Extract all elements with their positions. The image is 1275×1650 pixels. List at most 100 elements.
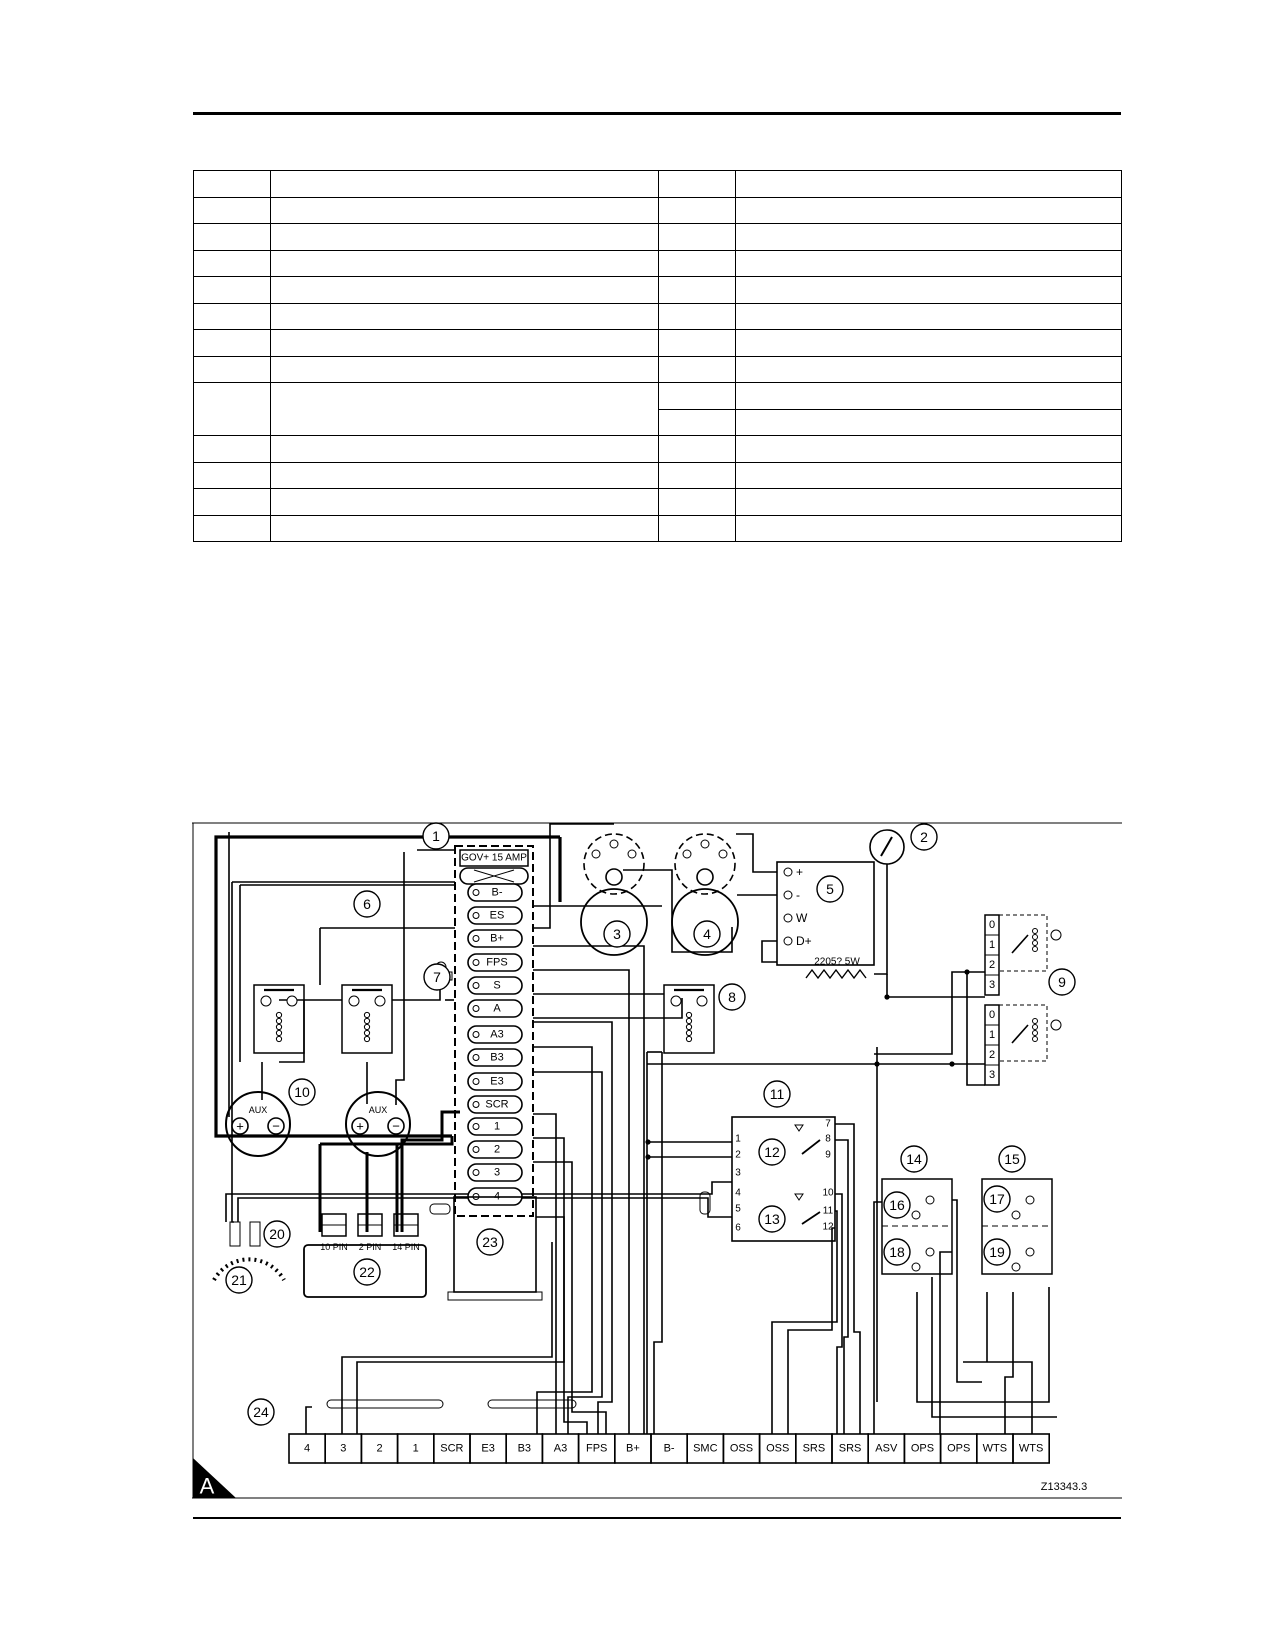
aux-positive: [351, 1117, 369, 1135]
minus-sign: −: [392, 1119, 400, 1134]
legend-cell: [658, 196, 736, 224]
relay-contact: [374, 995, 386, 1007]
wire: [1004, 1292, 1014, 1434]
module-contact: [794, 1193, 804, 1201]
callout-2: [910, 823, 938, 851]
terminal-label-a3: A3: [490, 1029, 503, 1041]
legend-cell: [735, 196, 1122, 224]
wire: [931, 1277, 1057, 1418]
switch-coil: [1032, 934, 1038, 940]
callout-number: 21: [231, 1272, 247, 1288]
legend-row: [193, 461, 1122, 489]
strip-label: OSS: [766, 1443, 789, 1455]
switch-coil: [1032, 1030, 1038, 1036]
fuse-label-box: [459, 849, 529, 867]
strip-label: B3: [518, 1443, 531, 1455]
relay-6a: [253, 984, 305, 1054]
fuse-box-terminal: [467, 976, 523, 995]
strip-terminal: [1012, 1433, 1051, 1464]
strip-label: B+: [626, 1443, 640, 1455]
legend-cell: [735, 382, 1122, 410]
callout-number: 1: [432, 828, 440, 844]
wire: [533, 1071, 603, 1434]
aux-housing: [345, 1091, 411, 1157]
figure-code: Z13343.3: [1041, 1481, 1087, 1493]
module-pin-left: 6: [735, 1223, 741, 1234]
terminal-screw: [472, 1123, 480, 1130]
wire: [835, 1139, 849, 1434]
sensor-lead: [229, 1221, 241, 1247]
connector-pin-label: 2 PIN: [359, 1242, 382, 1252]
regulator-body: [776, 861, 875, 966]
legend-cell: [735, 488, 1122, 516]
terminal-label-s: S: [493, 980, 500, 992]
fuse-box-terminal: [467, 906, 523, 925]
switch-blade: [1011, 934, 1029, 954]
wire: [395, 852, 405, 1105]
wire: [533, 1046, 593, 1434]
strip-label: A3: [554, 1443, 567, 1455]
gauge-4: [671, 833, 739, 956]
switch-2: [869, 829, 905, 865]
terminal-label-b-: B-: [492, 887, 503, 899]
junction: [949, 1061, 955, 1067]
legend-row: [193, 514, 1122, 542]
wire: [533, 998, 683, 1019]
legend-cell: [658, 514, 736, 542]
legend-cell: [735, 435, 1122, 463]
legend-row: [193, 435, 1122, 463]
callout-number: 13: [764, 1211, 780, 1227]
wire: [835, 1123, 861, 1434]
legend-cell: [270, 488, 659, 516]
terminal-label-fps: FPS: [486, 957, 507, 969]
panel-letter: A: [200, 1474, 215, 1499]
relay-coil: [363, 1029, 371, 1037]
terminal-screw: [472, 1146, 480, 1153]
strip-label: WTS: [983, 1443, 1007, 1455]
relay-coil: [363, 1023, 371, 1031]
callout-number: 4: [703, 926, 711, 942]
strip-label: SRS: [839, 1443, 862, 1455]
regulator-label: D+: [796, 934, 812, 948]
relay-coil: [363, 1011, 371, 1019]
terminal-label-3: 3: [494, 1167, 500, 1179]
junction: [874, 1061, 880, 1067]
callout-13: [758, 1205, 786, 1233]
terminal-screw: [472, 1054, 480, 1061]
callout-18: [883, 1238, 911, 1266]
module-pin-left: 3: [735, 1168, 741, 1179]
connector-body: [303, 1244, 427, 1298]
strip-label: OSS: [730, 1443, 753, 1455]
legend-cell: [735, 223, 1122, 251]
wire: [225, 1181, 732, 1222]
aux-negative: [267, 1117, 285, 1135]
fuse-box-terminal: [467, 1072, 523, 1091]
callout-1: [422, 822, 450, 850]
aux-label: AUX: [249, 1105, 268, 1115]
gauge-dial: [580, 888, 648, 956]
wire: [341, 1242, 553, 1434]
legend-cell: [193, 514, 271, 542]
switch-coil: [1032, 1024, 1038, 1030]
legend-cell: [270, 170, 659, 198]
terminal-label-b3: B3: [490, 1052, 503, 1064]
legend-cell: [658, 249, 736, 277]
callout-number: 10: [294, 1084, 310, 1100]
switch-coil: [1032, 940, 1038, 946]
switch-contact: [1025, 1195, 1035, 1205]
legend-cell: [270, 196, 659, 224]
legend-cell: [735, 302, 1122, 330]
relay-8: [663, 984, 715, 1054]
legend-cell: [193, 302, 271, 330]
fuse-cross: [473, 869, 515, 883]
legend-row: [193, 196, 1122, 224]
wire: [886, 974, 985, 998]
callout-8: [718, 983, 746, 1011]
module-pin-right: 12: [822, 1222, 834, 1233]
strip-label: SCR: [440, 1443, 463, 1455]
switch-coil: [1032, 1036, 1038, 1042]
switch-contact: [911, 1210, 921, 1220]
terminal-screw: [472, 982, 480, 989]
